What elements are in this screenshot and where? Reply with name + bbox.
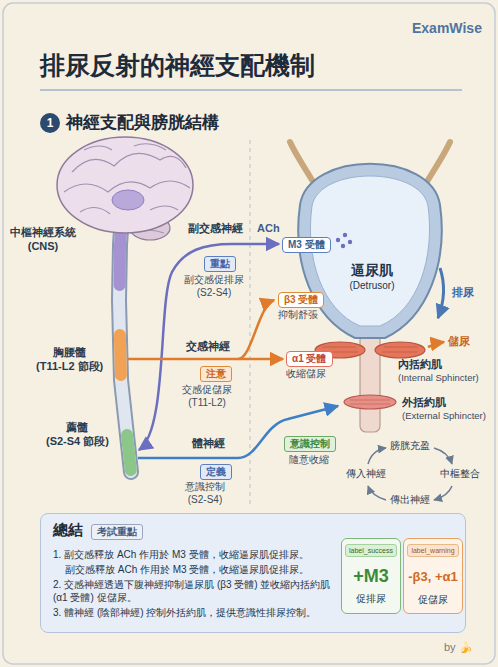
receptor-box: α1 受體	[286, 351, 333, 367]
receptor-box: β3 受體	[278, 292, 324, 308]
text-line: 胸腰髓	[36, 346, 103, 360]
flow-label: 排尿	[452, 286, 474, 300]
page-title: 排尿反射的神經支配機制	[40, 50, 315, 81]
receptor-effect: 收縮儲尿	[286, 368, 326, 381]
text-line: 副交感促排尿	[184, 274, 244, 287]
region-label: 胸腰髓 (T11-L2 節段)	[36, 346, 103, 374]
key-tag: 重點	[204, 256, 236, 272]
node-text: β3 受體	[284, 294, 318, 306]
node-text: label_success	[345, 544, 397, 557]
region-label: 薦髓 (S2-S4 節段)	[46, 421, 109, 449]
text-line: (T11-L2 節段)	[36, 360, 103, 374]
node-body: +M3	[353, 566, 389, 586]
text-line: 交感促儲尿	[182, 384, 232, 397]
nerve-note: 意識控制 (S2-S4)	[185, 481, 225, 506]
node-body: 3. 體神經 (陰部神經) 控制外括約肌，提供意識性排尿控制。	[53, 606, 335, 619]
muscle-label: 逼尿肌 (Detrusor)	[349, 262, 394, 292]
brand-name: ExamWise	[412, 20, 482, 38]
nerve-name: 副交感神經	[188, 222, 243, 236]
node-text: label_warning	[407, 544, 458, 557]
text-line: (CNS)	[10, 240, 76, 254]
control-note: 隨意收縮	[289, 454, 329, 467]
node-body: 促儲尿	[418, 594, 448, 606]
text-line: 中樞神經系統	[10, 226, 76, 240]
receptor-effect: 抑制舒張	[278, 309, 318, 322]
node-body: -β3, +α1	[408, 569, 458, 585]
node-body: 2. 交感神經透過下腹神經抑制逼尿肌 (β3 受體) 並收縮內括約肌 (α1 受…	[53, 578, 335, 604]
control-tag: 意識控制	[284, 436, 336, 452]
nerve-name: 體神經	[192, 437, 225, 451]
transmitter-label: ACh	[257, 222, 280, 236]
text-line: 薦髓	[46, 421, 109, 435]
node-body: 副交感釋放 ACh 作用於 M3 受體，收縮逼尿肌促排尿。	[65, 563, 335, 576]
result-card: label_warning -β3, +α1 促儲尿	[403, 538, 463, 614]
node-text: 重點	[210, 258, 230, 270]
cycle-step: 膀胱充盈	[390, 440, 430, 453]
text-line: (Internal Sphincter)	[398, 372, 479, 384]
muscle-label: 外括約肌 (External Sphincter)	[402, 396, 486, 422]
text-line: (Detrusor)	[349, 280, 394, 293]
caution-tag: 注意	[200, 366, 232, 382]
node-text: 考試重點	[97, 526, 137, 538]
text-line: 逼尿肌	[349, 262, 394, 280]
cycle-step: 傳入神經	[346, 468, 386, 481]
text-line: (T11-L2)	[182, 397, 232, 410]
flow-label: 儲尿	[448, 335, 470, 349]
node-text: 總結	[53, 521, 83, 539]
text-line: (S2-S4)	[184, 287, 244, 300]
region-label: 中樞神經系統 (CNS)	[10, 226, 76, 254]
text-line: (S2-S4 節段)	[46, 435, 109, 449]
node-body: 促排尿	[356, 593, 386, 605]
text-line: 外括約肌	[402, 396, 486, 410]
result-card: label_success +M3 促排尿	[341, 538, 401, 614]
nerve-name: 交感神經	[186, 340, 230, 354]
node-body: 1. 副交感釋放 ACh 作用於 M3 受體，收縮逼尿肌促排尿。	[53, 548, 335, 561]
summary-panel: 總結 1. 副交感釋放 ACh 作用於 M3 受體，收縮逼尿肌促排尿。副交感釋放 …	[40, 513, 466, 633]
node-text: α1 受體	[292, 353, 327, 365]
text-line: (S2-S4)	[185, 494, 225, 507]
step-badge: 1	[40, 113, 60, 133]
text-line: 意識控制	[185, 481, 225, 494]
node-text: 1	[47, 117, 54, 129]
nerve-note: 副交感促排尿 (S2-S4)	[184, 274, 244, 299]
exam-tag: 考試重點	[91, 524, 143, 540]
node-text: 注意	[206, 368, 226, 380]
muscle-label: 內括約肌 (Internal Sphincter)	[398, 358, 479, 384]
node-text: 意識控制	[290, 438, 330, 450]
cycle-step: 中樞整合	[440, 468, 480, 481]
text-line: (External Sphincter)	[402, 410, 486, 422]
node-text: M3 受體	[288, 239, 325, 251]
text-line: 內括約肌	[398, 358, 479, 372]
receptor-box: M3 受體	[282, 237, 331, 253]
node-text: 定義	[206, 466, 226, 478]
section-heading: 神經支配與膀胱結構	[66, 112, 219, 133]
signature: by 🍌	[444, 641, 473, 655]
definition-tag: 定義	[200, 464, 232, 480]
cycle-step: 傳出神經	[390, 494, 430, 507]
nerve-note: 交感促儲尿 (T11-L2)	[182, 384, 232, 409]
